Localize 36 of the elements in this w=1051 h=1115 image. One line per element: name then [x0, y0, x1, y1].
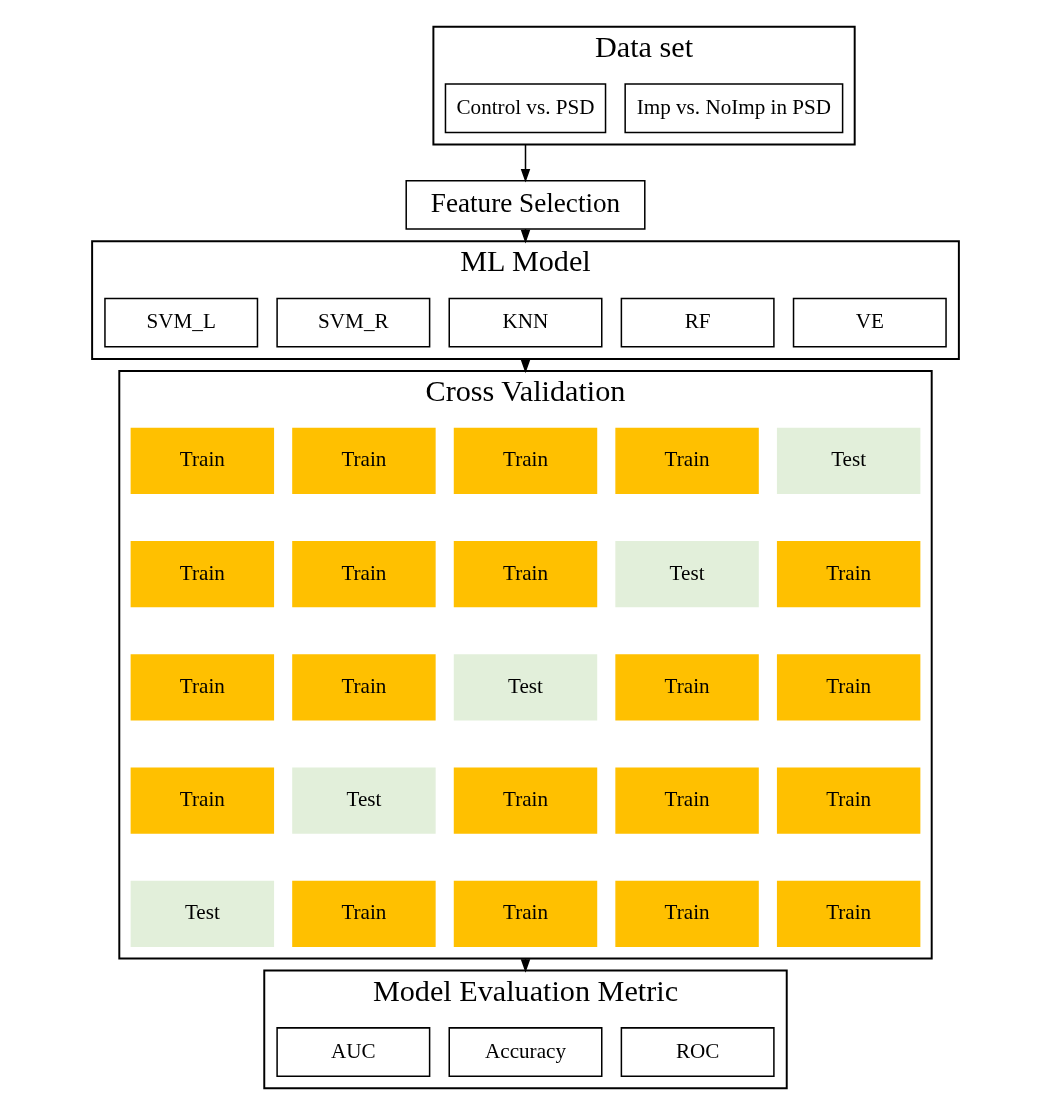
node-box: Train — [292, 654, 436, 721]
node-box: Train — [292, 540, 436, 608]
node-box: Imp vs. NoImp in PSD — [624, 83, 844, 134]
node-box: Test — [292, 767, 436, 834]
node-box: RF — [620, 297, 775, 348]
node-box: Train — [130, 540, 275, 608]
node-box: Train — [453, 880, 598, 948]
node-box: Control vs. PSD — [444, 83, 607, 134]
node-box: Train — [130, 767, 275, 834]
node-box: Test — [776, 427, 921, 495]
node-box: Train — [776, 654, 921, 721]
node-box: Train — [453, 427, 598, 495]
node-box: SVM_R — [276, 297, 431, 348]
node-box: Test — [130, 880, 275, 948]
node-box: Test — [453, 654, 598, 721]
node-box: KNN — [448, 297, 603, 348]
node-box: Train — [130, 654, 275, 721]
node-box: Train — [615, 767, 759, 834]
node-box: Train — [615, 654, 759, 721]
node-box: Train — [292, 427, 436, 495]
node-box: Train — [453, 767, 598, 834]
node-box: Test — [615, 540, 759, 608]
node-box: Train — [776, 767, 921, 834]
node-box: Train — [776, 880, 921, 948]
node-box: SVM_L — [104, 297, 259, 348]
node-box: Train — [130, 427, 275, 495]
arrow — [520, 143, 531, 183]
node-box: VE — [792, 297, 947, 348]
node-box: Train — [615, 880, 759, 948]
node-box: ROC — [620, 1027, 775, 1077]
node-box: Train — [776, 540, 921, 608]
node-box: Accuracy — [448, 1027, 603, 1077]
node-box: Train — [615, 427, 759, 495]
node-box: AUC — [276, 1027, 431, 1077]
node-box: Train — [453, 540, 598, 608]
node-box: Train — [292, 880, 436, 948]
